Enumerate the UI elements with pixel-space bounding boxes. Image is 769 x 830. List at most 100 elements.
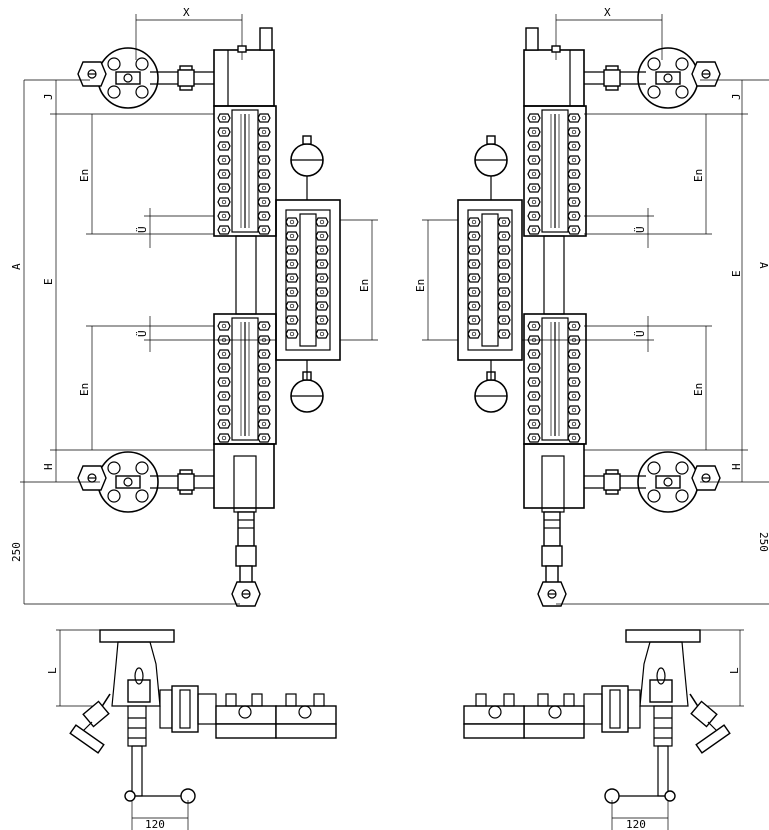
hex-nut xyxy=(467,245,481,255)
hex-nut xyxy=(527,127,541,137)
hex-nut xyxy=(527,349,541,359)
dim-x-label-right: X xyxy=(604,6,611,19)
hex-nut-group xyxy=(217,113,581,443)
dim-250-label-right: 250 xyxy=(757,532,769,552)
hex-nut xyxy=(467,329,481,339)
hex-nut xyxy=(285,217,299,227)
hex-nut xyxy=(257,127,271,137)
hex-nut xyxy=(217,183,231,193)
hex-nut xyxy=(315,259,329,269)
hex-nut xyxy=(257,169,271,179)
dim-a-label: A xyxy=(10,263,23,270)
hex-nut xyxy=(315,329,329,339)
dimension-labels: A E En En Ü Ü J H 250 En L 120 A E En En… xyxy=(10,93,769,830)
hex-nut xyxy=(257,405,271,415)
hex-nut xyxy=(497,217,511,227)
hex-nut xyxy=(257,363,271,373)
hex-nut xyxy=(567,433,581,443)
hex-nut xyxy=(527,113,541,123)
dim-en-label-lower: En xyxy=(78,383,91,396)
hex-nut xyxy=(467,301,481,311)
hex-nut xyxy=(497,301,511,311)
hex-nut xyxy=(527,363,541,373)
hex-nut xyxy=(497,259,511,269)
hex-nut xyxy=(497,315,511,325)
hex-nut xyxy=(567,321,581,331)
dim-l-label: L xyxy=(46,667,59,674)
hex-nut xyxy=(567,225,581,235)
hex-nut xyxy=(217,321,231,331)
hex-nut xyxy=(285,301,299,311)
hex-nut xyxy=(217,433,231,443)
hex-nut xyxy=(527,405,541,415)
dim-en-label-right-lower: En xyxy=(692,383,705,396)
hex-nut xyxy=(257,349,271,359)
hex-nut xyxy=(527,141,541,151)
dim-250-label: 250 xyxy=(10,542,23,562)
dim-h-label-right: H xyxy=(730,463,743,470)
hex-nut xyxy=(567,197,581,207)
hex-nut xyxy=(315,245,329,255)
hex-nut xyxy=(527,211,541,221)
hex-nut xyxy=(567,127,581,137)
hex-nut xyxy=(527,169,541,179)
right-front-view: X xyxy=(422,6,769,607)
dim-en-label-middle: En xyxy=(358,279,371,292)
hex-nut xyxy=(567,377,581,387)
hex-nut xyxy=(527,155,541,165)
hex-nut xyxy=(257,419,271,429)
hex-nut xyxy=(257,211,271,221)
dim-a-label-right: A xyxy=(757,262,769,269)
hex-nut xyxy=(527,197,541,207)
hex-nut xyxy=(315,301,329,311)
hex-nut xyxy=(497,273,511,283)
hex-nut xyxy=(217,169,231,179)
hex-nut xyxy=(217,155,231,165)
hex-nut xyxy=(567,405,581,415)
hex-nut xyxy=(217,141,231,151)
hex-nut xyxy=(567,391,581,401)
hex-nut xyxy=(527,377,541,387)
dim-l-label-right: L xyxy=(728,667,741,674)
hex-nut xyxy=(567,113,581,123)
hex-nut xyxy=(567,169,581,179)
right-side-view xyxy=(463,629,744,830)
hex-nut xyxy=(497,245,511,255)
hex-nut xyxy=(527,433,541,443)
dim-u-label-upper: Ü xyxy=(136,226,149,233)
hex-nut xyxy=(467,259,481,269)
hex-nut xyxy=(217,349,231,359)
hex-nut xyxy=(217,377,231,387)
dim-e-label-right: E xyxy=(730,270,743,277)
hex-nut xyxy=(567,419,581,429)
hex-nut xyxy=(285,273,299,283)
hex-nut xyxy=(217,391,231,401)
dim-j-label: J xyxy=(42,93,55,100)
hex-nut xyxy=(567,349,581,359)
hex-nut xyxy=(567,363,581,373)
hex-nut xyxy=(285,287,299,297)
left-side-view xyxy=(56,629,337,830)
hex-nut xyxy=(257,225,271,235)
hex-nut xyxy=(527,321,541,331)
dim-en-label-right-middle: En xyxy=(414,279,427,292)
hex-nut xyxy=(315,217,329,227)
hex-nut xyxy=(257,433,271,443)
hex-nut xyxy=(285,245,299,255)
hex-nut xyxy=(217,363,231,373)
hex-nut xyxy=(257,155,271,165)
dim-u-label-lower: Ü xyxy=(136,330,149,337)
hex-nut xyxy=(527,225,541,235)
dim-en-label-upper: En xyxy=(78,169,91,182)
hex-nut xyxy=(257,197,271,207)
hex-nut xyxy=(217,197,231,207)
hex-nut xyxy=(467,287,481,297)
hex-nut xyxy=(527,419,541,429)
dim-120-label-right: 120 xyxy=(626,818,646,830)
hex-nut xyxy=(527,183,541,193)
hex-nut xyxy=(257,113,271,123)
hex-nut xyxy=(497,329,511,339)
dim-en-label-right-upper: En xyxy=(692,169,705,182)
hex-nut xyxy=(257,141,271,151)
hex-nut xyxy=(217,225,231,235)
